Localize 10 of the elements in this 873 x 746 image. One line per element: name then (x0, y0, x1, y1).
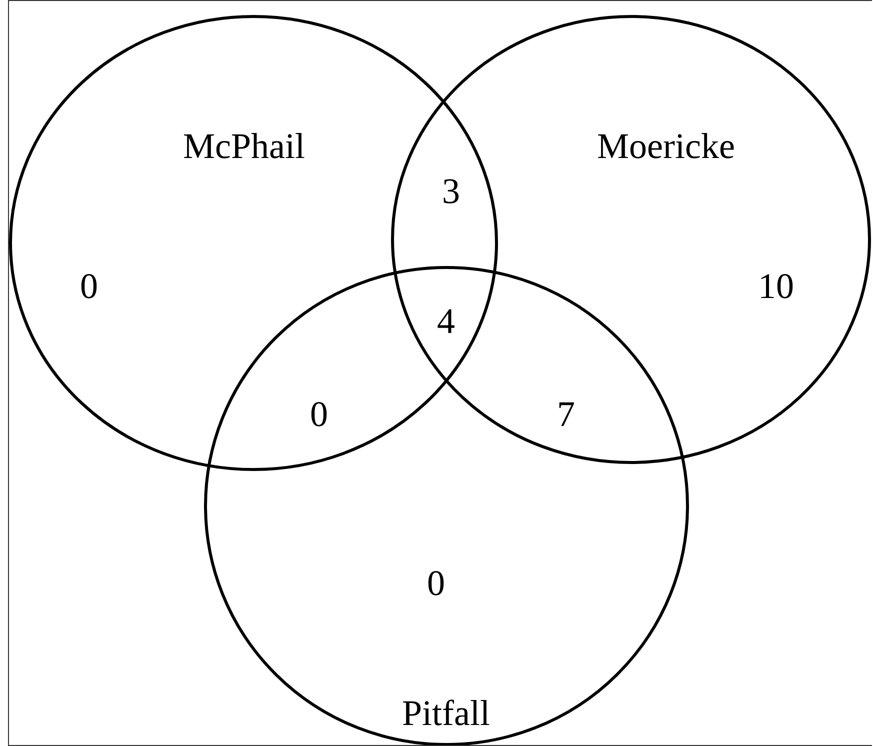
set-label: Moericke (597, 128, 735, 164)
count-label: 7 (557, 396, 575, 432)
count-label: 0 (310, 396, 328, 432)
count-label: 4 (437, 303, 455, 339)
count-label: 10 (758, 268, 794, 304)
count-label: 0 (427, 565, 445, 601)
count-label: 3 (442, 173, 460, 209)
set-label: McPhail (183, 128, 305, 164)
set-label: Pitfall (402, 695, 490, 731)
count-label: 0 (80, 268, 98, 304)
